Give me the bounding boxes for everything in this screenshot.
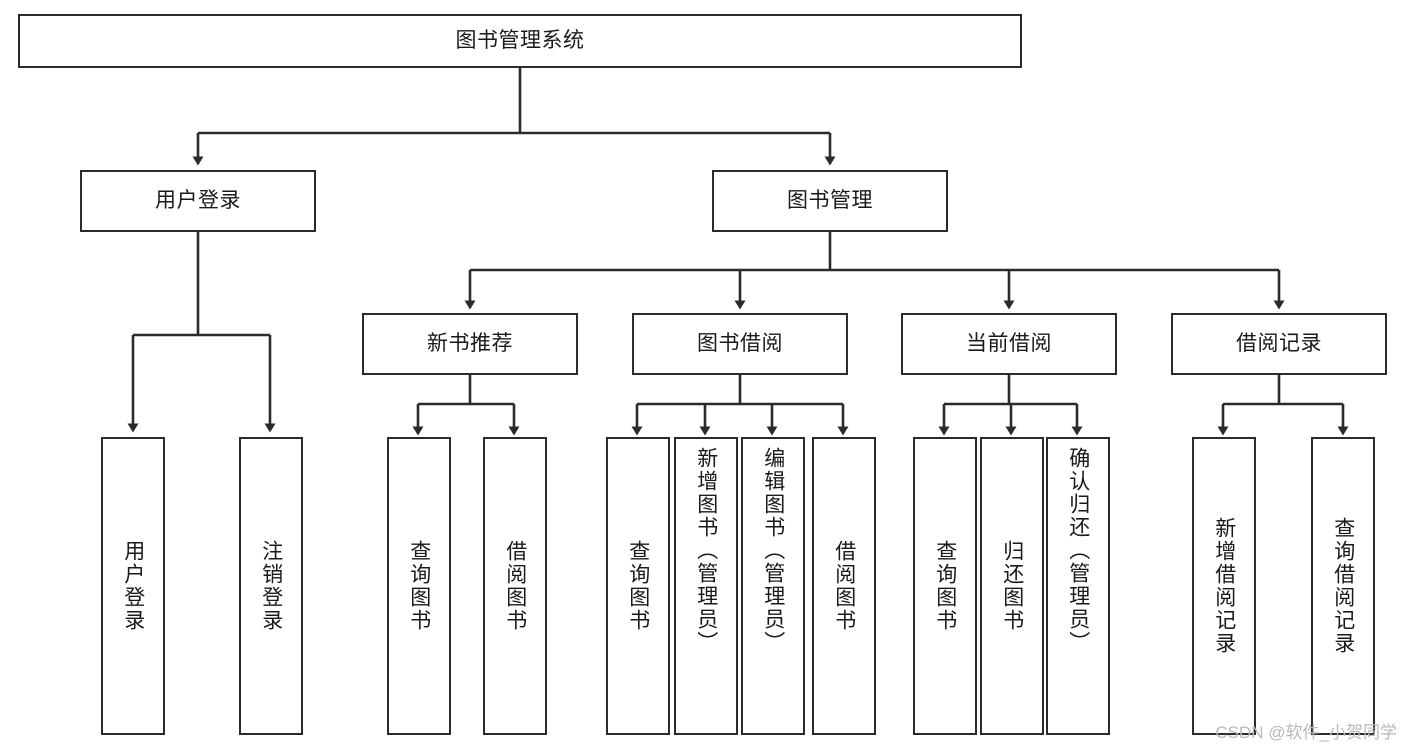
node-borrow-record[interactable]: 借阅记录 bbox=[1171, 313, 1387, 375]
leaf-label: 用户登录 bbox=[121, 540, 145, 632]
leaf-label: 新增图书（管理员） bbox=[694, 447, 718, 654]
leaf-current-borrow-query[interactable]: 查询图书 bbox=[913, 437, 977, 735]
node-new-book-recommend-label: 新书推荐 bbox=[427, 331, 513, 355]
node-current-borrow[interactable]: 当前借阅 bbox=[901, 313, 1117, 375]
leaf-new-book-borrow[interactable]: 借阅图书 bbox=[483, 437, 547, 735]
node-new-book-recommend[interactable]: 新书推荐 bbox=[362, 313, 578, 375]
leaf-current-borrow-confirm-return[interactable]: 确认归还（管理员） bbox=[1046, 437, 1110, 735]
leaf-label: 查询借阅记录 bbox=[1331, 517, 1355, 655]
leaf-borrow-record-add[interactable]: 新增借阅记录 bbox=[1192, 437, 1256, 735]
node-book-management-label: 图书管理 bbox=[787, 188, 873, 212]
node-borrow-record-label: 借阅记录 bbox=[1236, 331, 1322, 355]
leaf-user-login-logout[interactable]: 注销登录 bbox=[239, 437, 303, 735]
leaf-label: 归还图书 bbox=[1000, 540, 1024, 632]
leaf-label: 新增借阅记录 bbox=[1212, 517, 1236, 655]
leaf-book-borrow-borrow[interactable]: 借阅图书 bbox=[812, 437, 876, 735]
leaf-current-borrow-return[interactable]: 归还图书 bbox=[980, 437, 1044, 735]
node-book-borrow-label: 图书借阅 bbox=[697, 331, 783, 355]
leaf-new-book-query[interactable]: 查询图书 bbox=[387, 437, 451, 735]
leaf-label: 查询图书 bbox=[407, 540, 431, 632]
node-book-borrow[interactable]: 图书借阅 bbox=[632, 313, 848, 375]
node-root-label: 图书管理系统 bbox=[455, 28, 585, 52]
leaf-label: 编辑图书（管理员） bbox=[761, 447, 785, 654]
leaf-label: 借阅图书 bbox=[832, 540, 856, 632]
leaf-label: 借阅图书 bbox=[503, 540, 527, 632]
node-root[interactable]: 图书管理系统 bbox=[18, 14, 1022, 68]
leaf-user-login-login[interactable]: 用户登录 bbox=[101, 437, 165, 735]
csdn-watermark: CSDN @软件_小贺同学 bbox=[1215, 723, 1397, 742]
node-user-login[interactable]: 用户登录 bbox=[80, 170, 316, 232]
node-current-borrow-label: 当前借阅 bbox=[966, 331, 1052, 355]
leaf-label: 查询图书 bbox=[626, 540, 650, 632]
leaf-label: 查询图书 bbox=[933, 540, 957, 632]
node-user-login-label: 用户登录 bbox=[155, 188, 241, 212]
leaf-borrow-record-query[interactable]: 查询借阅记录 bbox=[1311, 437, 1375, 735]
leaf-book-borrow-add[interactable]: 新增图书（管理员） bbox=[674, 437, 738, 735]
leaf-book-borrow-query[interactable]: 查询图书 bbox=[606, 437, 670, 735]
leaf-label: 确认归还（管理员） bbox=[1066, 447, 1090, 654]
leaf-label: 注销登录 bbox=[259, 540, 283, 632]
leaf-book-borrow-edit[interactable]: 编辑图书（管理员） bbox=[741, 437, 805, 735]
node-book-management[interactable]: 图书管理 bbox=[712, 170, 948, 232]
